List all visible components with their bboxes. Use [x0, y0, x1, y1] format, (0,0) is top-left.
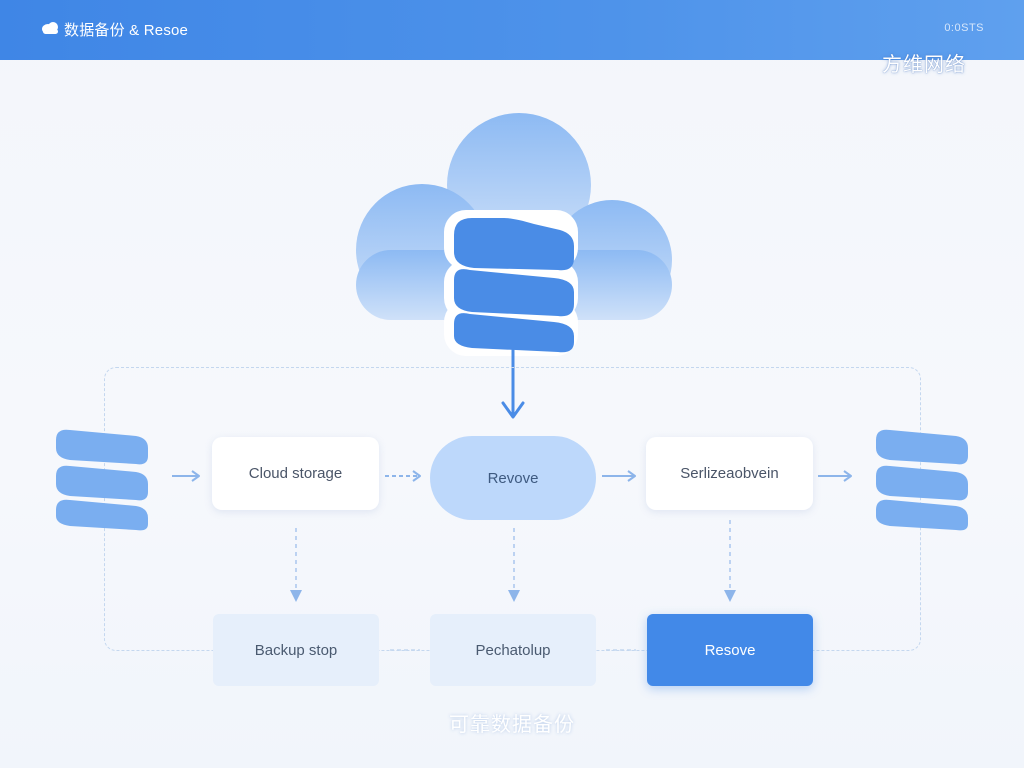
arrow-right-icon — [602, 470, 636, 482]
header-bar: 数据备份 & Resoe 0:0STS — [0, 0, 1024, 60]
node-serialize[interactable]: Serlizeaobvein — [646, 437, 813, 510]
header-code: 0:0STS — [944, 22, 984, 34]
connector-line — [390, 649, 420, 651]
node-cloud-storage[interactable]: Cloud storage — [212, 437, 379, 510]
database-stack-icon — [444, 210, 578, 356]
arrow-down-icon — [290, 528, 302, 602]
cloud-logo-icon — [42, 22, 58, 34]
target-database-icon — [876, 429, 968, 531]
brand-watermark: 方维网络 — [882, 54, 966, 76]
source-database-icon — [56, 429, 148, 531]
arrow-right-icon — [818, 470, 852, 482]
cloud-database-icon — [356, 113, 672, 356]
tagline: 可靠数据备份 — [449, 714, 575, 736]
node-backup-stop-label: Backup stop — [254, 641, 338, 659]
node-resolve[interactable]: Resove — [647, 614, 813, 686]
connector-line — [606, 649, 636, 651]
node-resolve-label: Resove — [704, 641, 756, 659]
arrow-down-icon — [501, 347, 525, 419]
node-package-up-label: Pechatolup — [475, 641, 551, 659]
node-serialize-label: Serlizeaobvein — [680, 465, 779, 482]
arrow-right-icon — [385, 470, 421, 482]
arrow-down-icon — [724, 520, 736, 602]
arrow-right-icon — [172, 470, 200, 482]
node-backup-stop[interactable]: Backup stop — [213, 614, 379, 686]
node-package-up[interactable]: Pechatolup — [430, 614, 596, 686]
node-revove[interactable]: Revove — [430, 436, 596, 520]
node-cloud-storage-label: Cloud storage — [248, 465, 343, 482]
arrow-down-icon — [508, 528, 520, 602]
app-title: 数据备份 & Resoe — [64, 22, 189, 39]
node-revove-label: Revove — [487, 469, 539, 487]
